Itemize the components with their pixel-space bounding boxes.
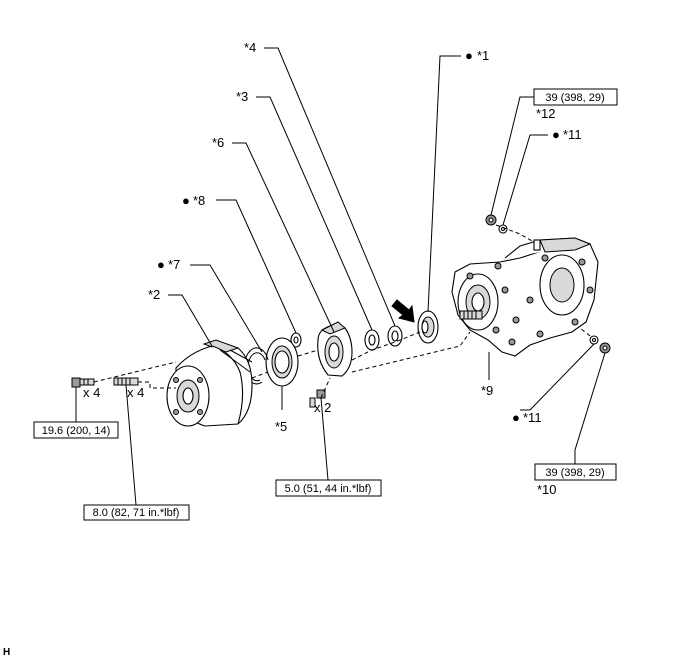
drain-plug-gasket <box>589 335 599 345</box>
washer-3 <box>364 329 380 351</box>
callout-12: *12 <box>536 106 556 121</box>
assembly-axis-lines <box>93 224 591 399</box>
torque-left-value: 19.6 (200, 14) <box>42 425 111 437</box>
callout-labels: ● *1 *4 *3 *6 ● *8 ● *7 *2 *5 *9 *12 ● *… <box>148 40 582 497</box>
torque-bottom-right-value: 39 (398, 29) <box>545 467 604 479</box>
filler-plug <box>485 214 497 226</box>
qty-studs-x4: x 4 <box>127 385 144 400</box>
leader-lines <box>75 47 606 506</box>
torque-stud-value: 8.0 (82, 71 in.*lbf) <box>93 507 180 519</box>
callout-11-bottom-bullet: ● <box>512 410 520 425</box>
washer-4 <box>387 325 403 347</box>
callout-11-top-bullet: ● <box>552 127 560 142</box>
callout-4: *4 <box>244 40 256 55</box>
quantity-labels: x 4 x 4 x 2 <box>83 385 331 415</box>
torque-box-top-right: 39 (398, 29) <box>533 88 618 106</box>
callout-9: *9 <box>481 383 493 398</box>
callout-1-bullet: ● <box>465 48 473 63</box>
extension-housing-2 <box>166 339 253 427</box>
drain-plug <box>599 342 611 354</box>
callout-11-bottom: *11 <box>523 410 542 425</box>
callout-8-bullet: ● <box>182 193 190 208</box>
callout-1: *1 <box>477 48 489 63</box>
callout-8: *8 <box>193 193 205 208</box>
differential-carrier-assembly <box>451 237 599 357</box>
install-direction-arrow <box>391 299 415 323</box>
qty-bolts-x4: x 4 <box>83 385 100 400</box>
corner-mark: H <box>3 647 10 658</box>
callout-6: *6 <box>212 135 224 150</box>
qty-bolts-x2: x 2 <box>314 400 331 415</box>
callout-3: *3 <box>236 89 248 104</box>
stud-bolt <box>113 377 139 386</box>
torque-box-center: 5.0 (51, 44 in.*lbf) <box>275 479 382 497</box>
callout-7: *7 <box>168 257 180 272</box>
torque-box-bottom-right: 39 (398, 29) <box>534 463 617 481</box>
torque-box-stud: 8.0 (82, 71 in.*lbf) <box>83 504 190 521</box>
bearing-retainer-6 <box>317 321 353 377</box>
callout-7-bullet: ● <box>157 257 165 272</box>
oil-seal <box>417 310 439 344</box>
torque-center-value: 5.0 (51, 44 in.*lbf) <box>285 483 372 495</box>
torque-box-left: 19.6 (200, 14) <box>33 421 119 439</box>
callout-11-top: *11 <box>563 127 582 142</box>
callout-5: *5 <box>275 419 287 434</box>
torque-top-right-value: 39 (398, 29) <box>545 92 604 104</box>
callout-2: *2 <box>148 287 160 302</box>
bearing-5 <box>265 337 299 387</box>
callout-10: *10 <box>537 482 557 497</box>
